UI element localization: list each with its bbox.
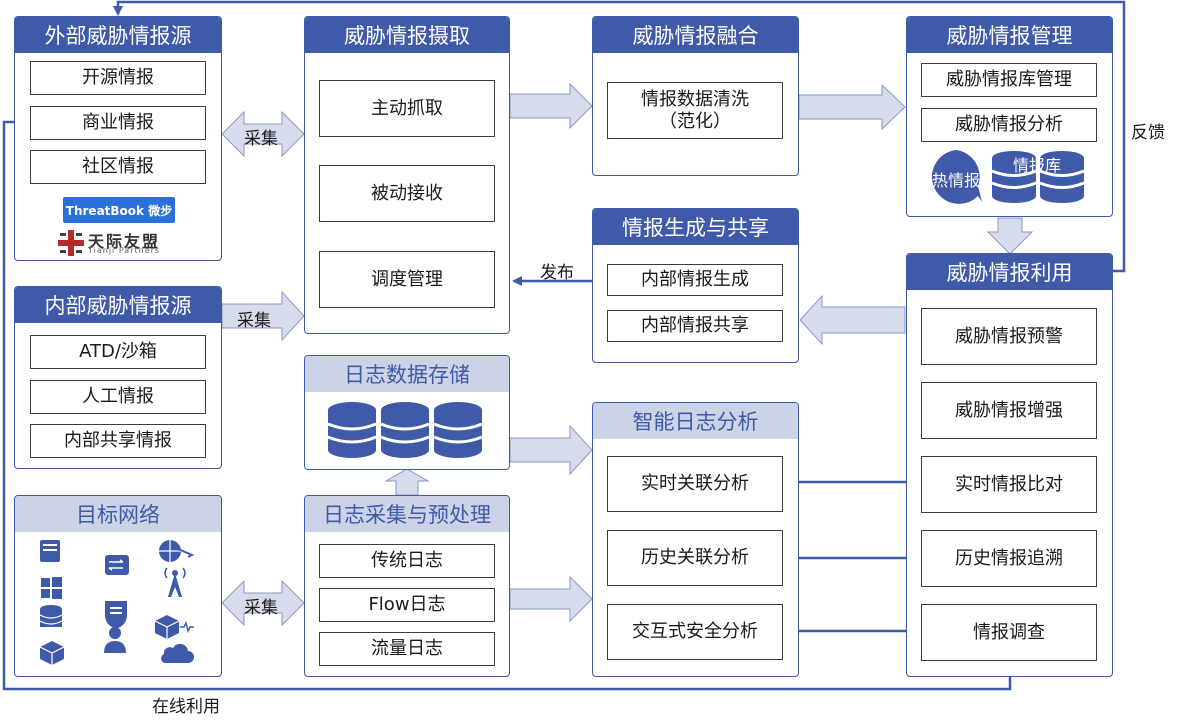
collect-label-2: 采集 <box>237 311 271 331</box>
log-analysis-title: 智能日志分析 <box>593 403 798 439</box>
generation-item-share: 内部情报共享 <box>607 310 783 342</box>
log-collect-title: 日志采集与预处理 <box>305 496 509 532</box>
hot-intel-icon <box>931 150 982 204</box>
log-analysis-item-history: 历史关联分析 <box>607 530 783 586</box>
usage-item-enrich: 威胁情报增强 <box>921 382 1097 439</box>
fusion-title: 威胁情报融合 <box>593 17 798 53</box>
usage-item-warning: 威胁情报预警 <box>921 308 1097 365</box>
database-icon <box>39 605 63 627</box>
database-icon <box>380 402 430 458</box>
ingest-to-fusion-arrow <box>509 82 593 130</box>
fusion-to-management-arrow <box>798 83 906 131</box>
internal-item-manual: 人工情报 <box>30 380 206 414</box>
user-icon <box>104 627 126 653</box>
internal-item-atd: ATD/沙箱 <box>30 335 206 369</box>
management-item-analysis: 威胁情报分析 <box>921 108 1097 142</box>
storage-to-analysis-arrow <box>509 424 593 476</box>
usage-item-investigation: 情报调查 <box>921 604 1097 661</box>
firewall-icon <box>105 601 127 629</box>
database-icon <box>327 402 377 458</box>
management-to-usage-arrow <box>986 217 1034 255</box>
switch-icon <box>105 555 129 575</box>
log-analysis-item-interactive: 交互式安全分析 <box>607 604 783 660</box>
intel-db-icon <box>991 151 1085 203</box>
target-network-title: 目标网络 <box>15 496 221 532</box>
collect-to-storage-arrow <box>384 468 430 496</box>
usage-item-realtime-match: 实时情报比对 <box>921 456 1097 513</box>
generation-item-generate: 内部情报生成 <box>607 264 783 296</box>
publish-label: 发布 <box>540 263 574 283</box>
ingest-item-active: 主动抓取 <box>319 80 495 137</box>
collect-to-analysis-arrow <box>509 575 593 623</box>
globe-icon <box>159 540 195 562</box>
antenna-icon <box>164 567 186 597</box>
cube-icon-2 <box>39 641 65 665</box>
hot-intel-label: 热情报 <box>932 171 981 190</box>
ingest-item-passive: 被动接收 <box>319 165 495 222</box>
intel-db-label: 情报库 <box>1013 156 1062 175</box>
external-item-open-source: 开源情报 <box>30 61 206 95</box>
generation-title: 情报生成与共享 <box>593 209 798 245</box>
external-source-title: 外部威胁情报源 <box>15 17 221 53</box>
tianji-logo-subtext: Tianji Partners <box>88 246 161 255</box>
log-storage-db-icons <box>327 402 483 458</box>
database-icon <box>433 402 483 458</box>
internal-source-title: 内部威胁情报源 <box>15 287 221 323</box>
target-network-icons <box>39 540 195 665</box>
log-collect-item-traffic: 流量日志 <box>319 632 495 666</box>
ingest-title: 威胁情报摄取 <box>305 17 509 53</box>
tianji-logo: 天际友盟 Tianji Partners <box>58 228 178 256</box>
threatbook-logo: ThreatBook 微步 <box>63 197 175 223</box>
log-collect-item-flow: Flow日志 <box>319 588 495 622</box>
feedback-label: 反馈 <box>1131 123 1165 143</box>
usage-item-history-trace: 历史情报追溯 <box>921 530 1097 587</box>
fusion-item-clean: 情报数据清洗 （范化） <box>607 82 783 139</box>
online-use-label: 在线利用 <box>152 697 220 717</box>
ingest-item-schedule: 调度管理 <box>319 251 495 308</box>
management-title: 威胁情报管理 <box>907 17 1112 53</box>
windows-icon <box>41 577 62 599</box>
cube-icon <box>154 615 194 639</box>
cloud-icon <box>161 643 194 663</box>
log-collect-item-traditional: 传统日志 <box>319 544 495 578</box>
collect-label-3: 采集 <box>244 598 278 618</box>
log-storage-title: 日志数据存储 <box>305 356 509 392</box>
tianji-logo-text: 天际友盟 <box>88 232 161 251</box>
tianji-logo-mark <box>58 230 84 256</box>
usage-title: 威胁情报利用 <box>907 254 1112 290</box>
external-item-community: 社区情报 <box>30 150 206 184</box>
usage-to-generation-arrow <box>799 294 906 346</box>
internal-item-shared: 内部共享情报 <box>30 424 206 458</box>
collect-label-1: 采集 <box>244 129 278 149</box>
log-analysis-item-realtime: 实时关联分析 <box>607 456 783 512</box>
external-item-commercial: 商业情报 <box>30 106 206 140</box>
management-item-library: 威胁情报库管理 <box>921 63 1097 97</box>
server-icon <box>40 540 60 562</box>
